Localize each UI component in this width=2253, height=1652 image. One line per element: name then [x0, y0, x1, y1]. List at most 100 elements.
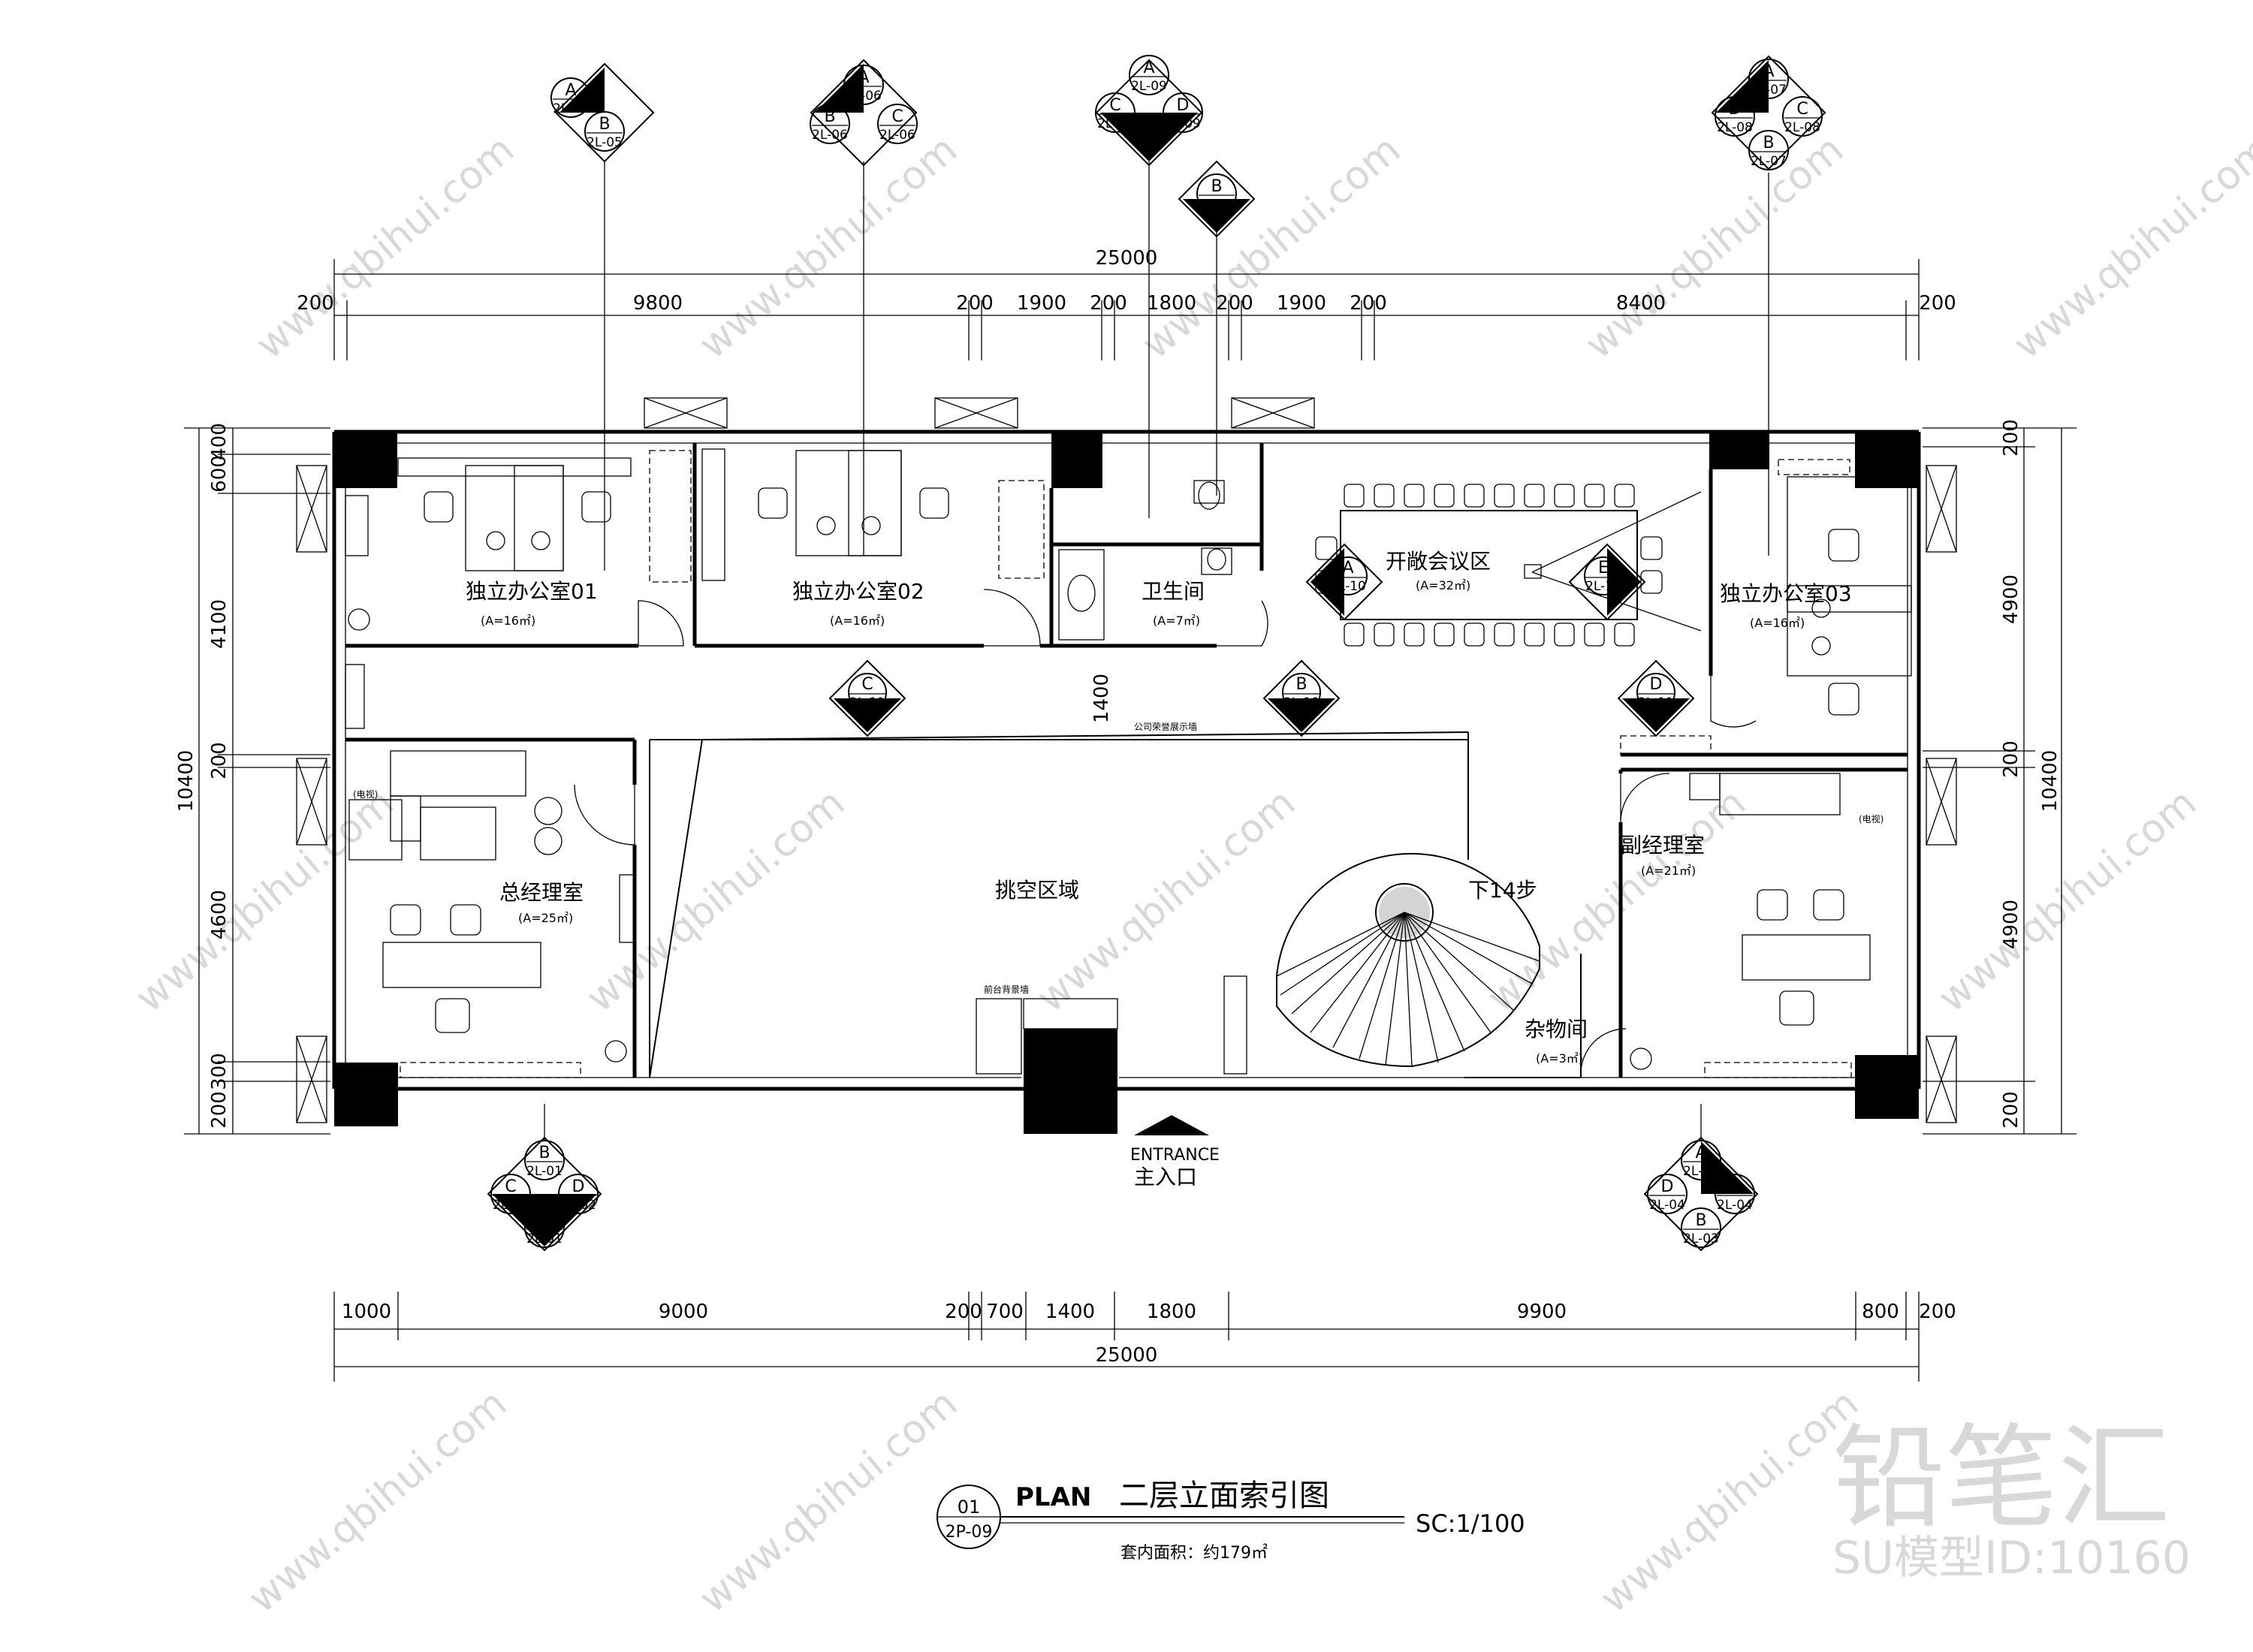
dim-label: 1800 — [1147, 292, 1196, 315]
dim-label: 600 — [208, 455, 231, 493]
outer-walls — [332, 430, 1921, 1091]
watermark-url: www.qbihui.com — [1134, 127, 1409, 368]
room-area: (A=16㎡) — [1750, 616, 1805, 630]
callout-letter: C — [861, 675, 873, 694]
room-area: (A=32㎡) — [1416, 578, 1470, 592]
dim-label: 300 — [208, 1053, 231, 1090]
callout-sheet: 2L-03 — [1683, 1231, 1719, 1247]
dim-bottom-total: 25000 — [1096, 1344, 1158, 1367]
dim-label: 9800 — [633, 292, 683, 315]
column — [1855, 1055, 1919, 1119]
column — [1855, 432, 1919, 488]
dim-label: 1800 — [1147, 1301, 1196, 1323]
callout-letter: D — [1650, 675, 1663, 694]
spiral-staircase — [1276, 852, 1540, 1068]
entrance-arrow — [1134, 1115, 1209, 1135]
title-number: 01 — [958, 1497, 981, 1518]
callout-sheet: 2L-01 — [526, 1164, 562, 1179]
callout-sheet: 2L-06 — [812, 128, 848, 143]
drawing-scale: SC:1/100 — [1416, 1509, 1525, 1538]
callout-letter: A — [565, 81, 576, 100]
left-dimension-chain: 400 600 4100 200 4600 300 200 10400 — [175, 423, 330, 1135]
callout-letter: A — [1143, 59, 1154, 77]
callout-sheet: 2L-07 — [1751, 154, 1787, 169]
dim-label: 200 — [2000, 1091, 2022, 1129]
callout-sheet: 2L-09 — [1097, 116, 1133, 131]
dim-label: 200 — [2000, 419, 2022, 457]
plan-label: PLAN — [1015, 1482, 1091, 1512]
dim-label: 200 — [956, 292, 994, 315]
callout-sheet: 2L-09 — [1199, 197, 1235, 213]
watermark-url: www.qbihui.com — [1592, 1381, 1867, 1622]
room-office-01: 独立办公室01 — [466, 579, 598, 604]
callout-letter: D — [572, 1177, 585, 1196]
callout-inner-b: B 2L-10 — [1262, 659, 1341, 737]
drawing-title: 二层立面索引图 — [1119, 1479, 1329, 1513]
dim-label: 200 — [208, 742, 231, 779]
callout-sheet: 2L-11 — [1638, 695, 1674, 710]
watermark-layer: www.qbihui.com www.qbihui.com www.qbihui… — [128, 127, 2253, 1622]
dim-label: 700 — [986, 1301, 1024, 1323]
bottom-dimension-chain: 1000 9000 200 700 1400 1800 9900 800 200… — [333, 1292, 1956, 1382]
callout-t3b: B 2L-09 — [1178, 160, 1256, 496]
column — [1024, 1029, 1117, 1134]
watermark-url: www.qbihui.com — [128, 780, 403, 1021]
callout-sheet: 2L-05 — [553, 101, 589, 116]
callout-letter: A — [538, 1211, 550, 1230]
dim-label: 1900 — [1017, 292, 1066, 315]
stairs-note: 下14步 — [1468, 878, 1537, 903]
watermark-url: www.qbihui.com — [691, 1381, 966, 1622]
room-labels: 独立办公室01 (A=16㎡) 独立办公室02 (A=16㎡) 卫生间 (A=7… — [353, 549, 1884, 1189]
callout-sheet: 2L-08 — [1717, 120, 1753, 135]
callout-sheet: 2L-03 — [1683, 1164, 1719, 1179]
callout-letter: B — [824, 107, 835, 126]
dim-right-total: 10400 — [2039, 750, 2061, 812]
callout-meeting-a: A 2L-10 — [1305, 543, 1383, 621]
tv-note: (电视) — [1859, 813, 1884, 824]
room-area: (A=16㎡) — [481, 613, 535, 628]
callout-letter: B — [1695, 1211, 1706, 1230]
callout-sheet: 2L-08 — [1784, 120, 1820, 135]
callout-letter: A — [1763, 62, 1774, 81]
dim-label: 200 — [1919, 292, 1956, 315]
room-area: (A=3㎡) — [1536, 1051, 1583, 1066]
display-wall-note: 公司荣誉展示墙 — [1134, 722, 1197, 732]
callout-letter: A — [1695, 1144, 1706, 1162]
callout-letter: E — [1598, 559, 1609, 577]
entrance-label: ENTRANCE — [1130, 1146, 1220, 1165]
callout-letter: B — [599, 115, 610, 134]
column — [1709, 432, 1769, 469]
tv-note: (电视) — [353, 788, 378, 800]
dim-label: 200 — [1919, 1301, 1956, 1323]
callout-letter: C — [1109, 96, 1120, 115]
meeting-table — [1315, 484, 1702, 647]
callout-sheet: 2L-09 — [1131, 79, 1167, 94]
callout-inner-d: D 2L-11 — [1617, 659, 1695, 737]
main-entrance-label: 主入口 — [1134, 1165, 1197, 1189]
right-dimension-chain: 200 4900 200 4900 200 10400 — [1923, 419, 2077, 1135]
room-area: (A=16㎡) — [830, 613, 885, 628]
callout-meeting-e: E 2L-10 — [1568, 543, 1646, 621]
callout-sheet: 2L-10 — [1585, 579, 1621, 594]
dim-label: 200 — [1216, 292, 1253, 315]
column — [334, 1063, 398, 1126]
room-office-02: 独立办公室02 — [792, 579, 924, 604]
reception-note: 前台背景墙 — [984, 984, 1029, 995]
room-meeting: 开敞会议区 — [1386, 549, 1491, 574]
window-markers — [296, 397, 1957, 1123]
dim-label: 200 — [208, 1091, 231, 1129]
top-dimension-chain: 25000 200 9800 200 1900 200 1800 200 190… — [297, 247, 1956, 360]
callout-sheet: 2L-09 — [1165, 116, 1201, 131]
dim-label: 8400 — [1616, 292, 1666, 315]
dim-label: 1000 — [342, 1301, 391, 1323]
callout-letter: C — [505, 1177, 516, 1196]
dim-label: 200 — [1350, 292, 1387, 315]
callout-letter: D — [1729, 100, 1742, 119]
title-block: 01 2P-09 PLAN 二层立面索引图 SC:1/100 套内面积：约179… — [936, 1479, 1525, 1563]
room-area: (A=25㎡) — [518, 911, 573, 925]
callout-sheet: 2L-01 — [526, 1231, 562, 1247]
dim-label: 1400 — [1045, 1301, 1095, 1323]
dim-label: 9900 — [1517, 1301, 1567, 1323]
watermark-url: www.qbihui.com — [2005, 127, 2253, 368]
